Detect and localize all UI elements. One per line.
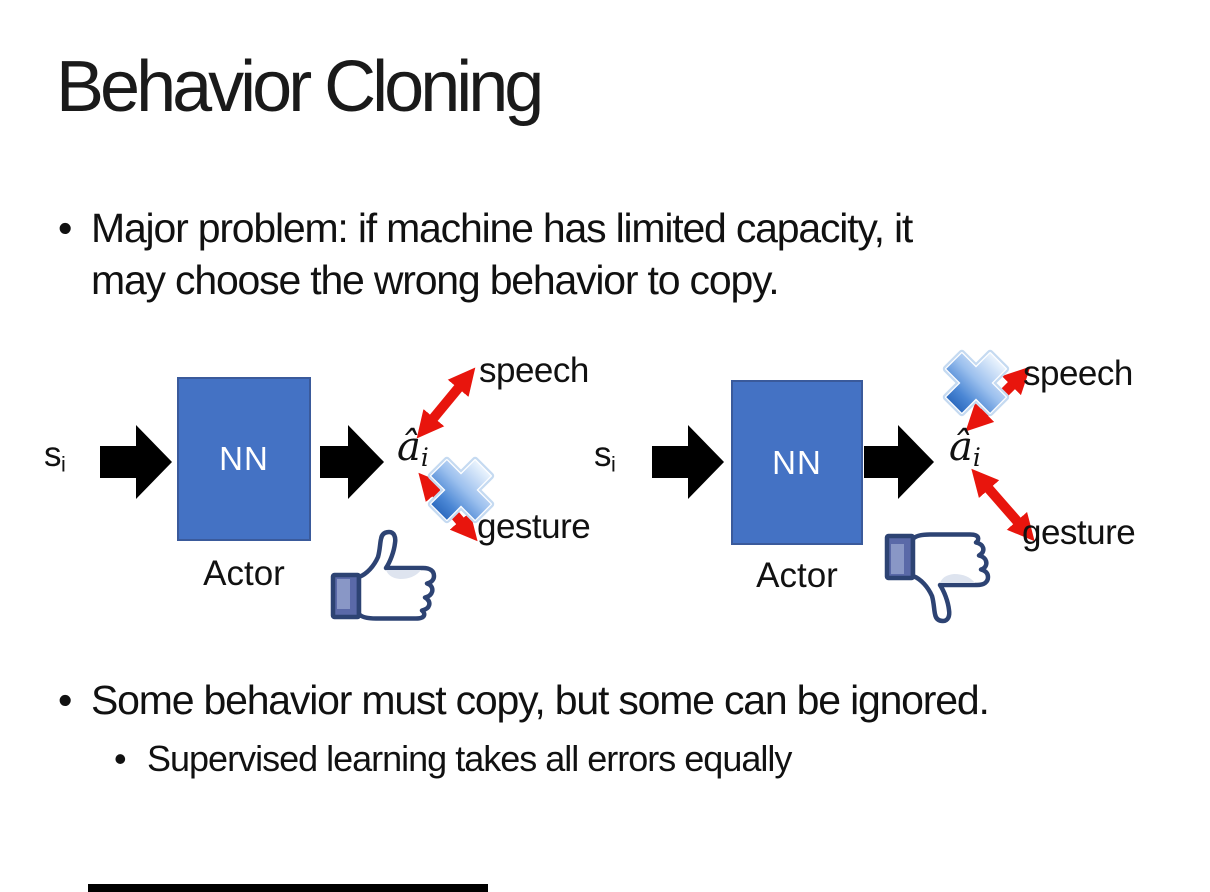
- sub-bullet-supervised-learning: • Supervised learning takes all errors e…: [114, 736, 1114, 782]
- state-symbol: s: [44, 435, 62, 474]
- action-symbol: â: [397, 424, 421, 470]
- bullet-dot: •: [58, 205, 72, 251]
- bullet-major-problem: • Major problem: if machine has limited …: [58, 202, 1088, 306]
- block-arrow-left-input: [100, 425, 172, 499]
- red-arrow-right-speech: [965, 366, 1031, 432]
- nn-label-left: NN: [219, 440, 269, 477]
- actor-label-right: Actor: [756, 556, 838, 595]
- bullet-text: Some behavior must copy, but some can be…: [91, 677, 990, 723]
- thumb-shading: [386, 570, 421, 579]
- output-action-label-right: âi: [949, 424, 981, 472]
- action-symbol: â: [949, 424, 973, 470]
- bottom-progress-bar: [88, 884, 488, 892]
- gesture-label-left: gesture: [477, 507, 591, 546]
- bullet-some-behavior: • Some behavior must copy, but some can …: [58, 674, 1138, 726]
- thumbs-up-shape: [330, 529, 437, 621]
- bullet-text: Major problem: if machine has limited ca…: [91, 202, 913, 306]
- state-subscript: i: [611, 451, 616, 477]
- red-arrow-right-gesture: [971, 468, 1035, 542]
- thumbs-up-icon: [330, 529, 437, 621]
- block-arrow-left-output: [320, 425, 384, 499]
- input-state-label-right: si: [594, 435, 616, 477]
- red-arrow-left-gesture: [418, 472, 478, 542]
- thumb-sleeve-highlight: [337, 579, 350, 609]
- block-arrow-right-input: [652, 425, 724, 499]
- speech-label-left: speech: [479, 351, 589, 390]
- cross-glow: [942, 349, 1010, 417]
- thumbs-down-shape: [884, 532, 991, 624]
- action-subscript: i: [420, 443, 429, 473]
- nn-label-right: NN: [772, 443, 822, 481]
- bullet-dot: •: [114, 738, 127, 779]
- thumb-sleeve-highlight: [891, 544, 904, 574]
- red-arrow-left-speech: [416, 367, 476, 439]
- page-title: Behavior Cloning: [56, 47, 544, 127]
- gesture-label-right: gesture: [1022, 513, 1136, 552]
- bullet-text: Supervised learning takes all errors equ…: [147, 738, 792, 779]
- output-action-label-left: âi: [397, 424, 429, 472]
- state-symbol: s: [594, 435, 612, 474]
- block-arrow-right-output: [864, 425, 934, 499]
- bullet-dot: •: [58, 677, 72, 723]
- input-state-label-left: si: [44, 435, 66, 477]
- cross-x-icon-right: [942, 349, 1010, 417]
- cross-shape: [945, 352, 1007, 414]
- actor-label-left: Actor: [203, 554, 285, 593]
- thumbs-down-icon: [884, 532, 991, 624]
- speech-label-right: speech: [1023, 354, 1133, 393]
- thumb-shading: [940, 574, 975, 583]
- bullet-line-1: Major problem: if machine has limited ca…: [91, 205, 913, 251]
- state-subscript: i: [61, 451, 66, 477]
- bullet-line-2: may choose the wrong behavior to copy.: [91, 257, 780, 303]
- action-subscript: i: [972, 443, 981, 473]
